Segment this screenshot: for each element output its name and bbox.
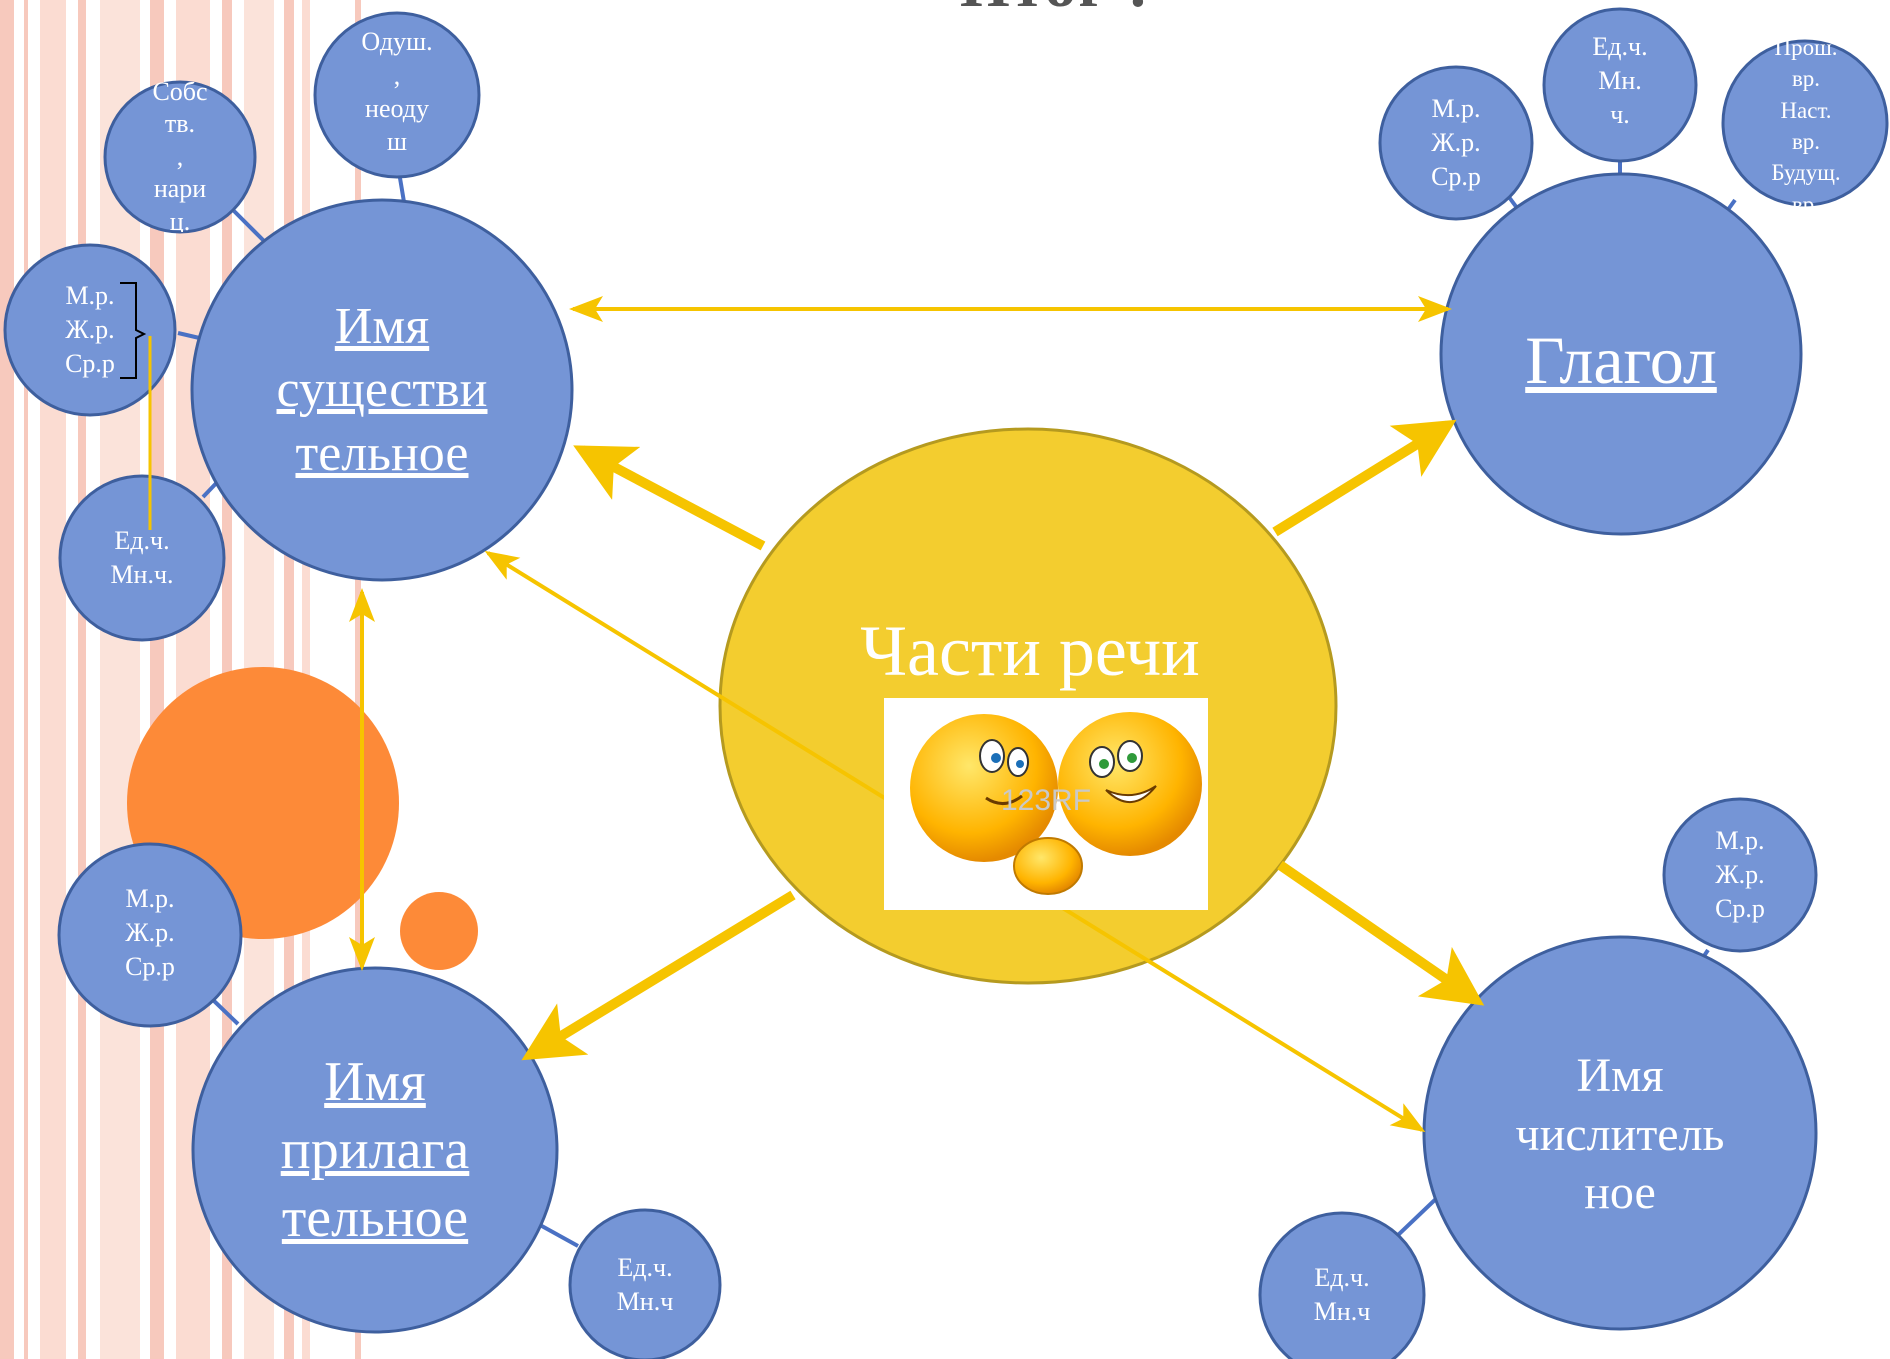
verb-label: Глагол: [1525, 321, 1717, 398]
satellite-line: Ср.р: [1715, 893, 1765, 923]
satellite-line: вр.: [1791, 129, 1821, 154]
satellite-line: ц.: [169, 206, 191, 232]
noun-label-2: существи: [276, 361, 488, 419]
satellite-line: Ж.р.: [1431, 128, 1481, 158]
numeral-label-3: ное: [1584, 1166, 1656, 1220]
adjective-label-1: Имя: [324, 1050, 426, 1113]
num-number-satellite: Ед.ч. Мн.ч: [1282, 1255, 1402, 1335]
satellite-line: М.р.: [1431, 94, 1481, 124]
noun-bubble-shape: [190, 198, 574, 582]
satellite-line: Будущ.: [1771, 160, 1841, 186]
smiley-right-icon: [1058, 712, 1202, 856]
handshake-icon: [1013, 837, 1083, 895]
satellite-line: вр.: [1791, 66, 1821, 92]
satellite-shapes: [3, 7, 1889, 1359]
satellite-line: М.р.: [125, 884, 175, 914]
satellite-line: Ж.р.: [1715, 860, 1765, 890]
watermark-text: 123RF: [1001, 784, 1091, 817]
noun-label-3: тельное: [295, 424, 469, 482]
smiley-image: 123RF: [884, 698, 1208, 910]
satellite-line: нари: [153, 174, 207, 204]
satellite-line: Ср.р: [125, 951, 175, 981]
adjective-bubble-shape: [191, 966, 559, 1334]
noun-label-1: Имя: [334, 297, 430, 355]
numeral-bubble-shape: [1422, 935, 1818, 1331]
page-title: Итог :: [960, 0, 1151, 22]
verb-node: Глагол: [1461, 310, 1781, 410]
noun-gender-satellite: М.р. Ж.р. Ср.р: [40, 270, 140, 390]
orange-circle-small: [400, 892, 478, 970]
satellite-line: Ед.ч.: [114, 526, 170, 556]
satellite-line: Мн.ч.: [110, 560, 174, 589]
satellite-line: Ед.ч.: [617, 1253, 673, 1283]
satellite-line: М.р.: [1715, 826, 1765, 856]
adjective-node: Имя прилага тельное: [215, 1030, 535, 1270]
verb-gender-satellite: М.р. Ж.р. Ср.р: [1396, 80, 1516, 206]
numeral-label-1: Имя: [1576, 1049, 1664, 1103]
bracket-shape: [120, 282, 147, 379]
satellite-line: ,: [176, 141, 184, 171]
noun-number-satellite: Ед.ч. Мн.ч.: [82, 518, 202, 598]
satellite-line: М.р.: [65, 281, 115, 311]
adjective-label-3: тельное: [281, 1187, 469, 1250]
satellite-line: Прош.: [1774, 36, 1838, 61]
satellite-line: Наст.: [1780, 97, 1832, 123]
noun-animacy-satellite: Одуш. , неоду ш: [335, 22, 459, 162]
satellite-line: Мн.ч: [616, 1287, 674, 1316]
satellite-line: Ср.р: [65, 348, 115, 378]
noun-proper-satellite: Собс тв. , нари ц.: [128, 82, 232, 232]
verb-bubble-shape: [1439, 172, 1803, 536]
satellite-line: ч.: [1610, 99, 1630, 129]
adj-number-satellite: Ед.ч. Мн.ч: [585, 1245, 705, 1325]
satellite-line: Ед.ч.: [1592, 32, 1648, 62]
satellite-line: вр.: [1791, 191, 1821, 216]
noun-node: Имя существи тельное: [212, 270, 552, 510]
satellite-line: Ед.ч.: [1314, 1263, 1370, 1293]
center-label: Части речи: [860, 611, 1200, 691]
numeral-label-2: числитель: [1515, 1107, 1725, 1161]
satellite-line: Ж.р.: [65, 315, 115, 345]
numeral-node: Имя числитель ное: [1450, 1040, 1790, 1230]
satellite-line: Ср.р: [1431, 161, 1481, 191]
verb-tense-satellite: Прош. вр. Наст. вр. Будущ. вр.: [1735, 36, 1877, 216]
verb-number-satellite: Ед.ч. Мн. ч.: [1560, 18, 1680, 144]
satellite-line: Собс: [152, 82, 208, 106]
satellite-line: неоду: [365, 94, 429, 123]
satellite-line: тв.: [164, 109, 196, 139]
satellite-line: Мн.ч: [1313, 1297, 1371, 1326]
satellite-line: Ж.р.: [125, 918, 175, 948]
adjective-label-2: прилага: [280, 1118, 470, 1181]
satellite-line: Мн.: [1598, 66, 1642, 96]
adj-gender-satellite: М.р. Ж.р. Ср.р: [90, 870, 210, 996]
satellite-line: ш: [386, 127, 408, 157]
num-gender-satellite: М.р. Ж.р. Ср.р: [1680, 812, 1800, 938]
satellite-line: ,: [393, 60, 401, 90]
satellite-line: Одуш.: [361, 27, 433, 57]
